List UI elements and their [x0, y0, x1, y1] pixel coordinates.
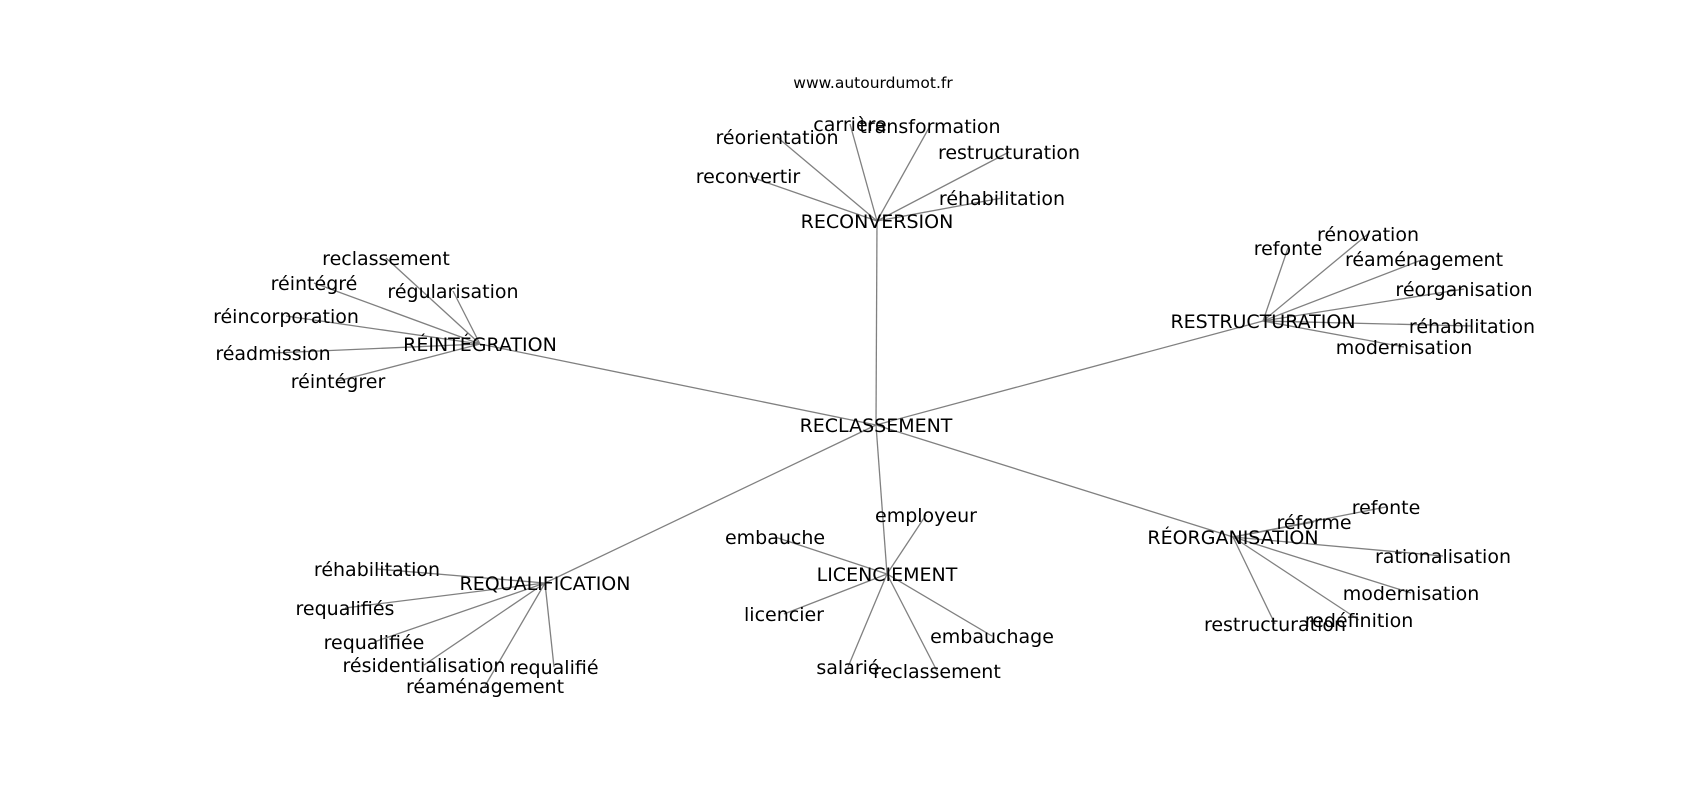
edge-root-hub [875, 220, 878, 426]
hub-node-label[interactable]: RESTRUCTURATION [1170, 311, 1355, 333]
leaf-node-label[interactable]: reclassement [322, 248, 450, 270]
edge-hub-leaf [876, 151, 1010, 222]
leaf-node-label[interactable]: requalifié [509, 657, 598, 679]
edge-hub-leaf [544, 582, 555, 668]
watermark-text: www.autourdumot.fr [793, 74, 953, 92]
edge-hub-leaf [385, 257, 481, 345]
edge-root-hub [544, 424, 877, 584]
edge-hub-leaf [886, 573, 993, 637]
leaf-node-label[interactable]: réaménagement [406, 676, 564, 698]
leaf-node-label[interactable]: requalifiée [324, 632, 425, 654]
leaf-node-label[interactable]: salarié [816, 657, 879, 679]
leaf-node-label[interactable]: modernisation [1343, 583, 1480, 605]
edge-hub-leaf [452, 290, 481, 345]
leaf-node-label[interactable]: réincorporation [213, 306, 359, 328]
edge-hub-leaf [1262, 320, 1405, 348]
edge-hub-leaf [484, 582, 546, 687]
leaf-node-label[interactable]: réintégrer [291, 371, 386, 393]
leaf-node-label[interactable]: résidentialisation [343, 655, 506, 677]
edge-hub-leaf [313, 282, 481, 345]
leaf-node-label[interactable]: réaménagement [1345, 249, 1503, 271]
leaf-node-label[interactable]: modernisation [1336, 337, 1473, 359]
edge-hub-leaf [876, 197, 1003, 222]
graph-edges [272, 123, 1473, 687]
leaf-node-label[interactable]: refonte [1352, 497, 1421, 519]
hub-node-label[interactable]: LICENCIEMENT [817, 564, 958, 586]
leaf-node-label[interactable]: licencier [744, 604, 824, 626]
leaf-node-label[interactable]: réorganisation [1395, 279, 1532, 301]
edge-root-hub [875, 424, 1234, 538]
edge-hub-leaf [849, 123, 878, 222]
edge-hub-leaf [847, 573, 888, 668]
leaf-node-label[interactable]: refonte [1254, 238, 1323, 260]
leaf-node-label[interactable]: reclassement [873, 661, 1001, 683]
edge-hub-leaf [876, 125, 931, 222]
leaf-node-label[interactable]: régularisation [387, 281, 518, 303]
edge-hub-leaf [337, 343, 481, 382]
leaf-node-label[interactable]: reconvertir [696, 166, 801, 188]
edge-hub-leaf [776, 136, 878, 222]
edge-hub-leaf [285, 315, 481, 345]
hub-node-label[interactable]: REQUALIFICATION [460, 573, 631, 595]
leaf-node-label[interactable]: carrière [813, 114, 886, 136]
edge-root-hub [875, 424, 888, 575]
hub-node-label[interactable]: RECONVERSION [801, 211, 954, 233]
edge-hub-leaf [774, 536, 888, 575]
edge-hub-leaf [1262, 233, 1369, 322]
leaf-node-label[interactable]: réhabilitation [314, 559, 440, 581]
edge-hub-leaf [1262, 258, 1425, 322]
leaf-node-label[interactable]: réhabilitation [939, 188, 1065, 210]
edge-hub-leaf [1232, 536, 1444, 557]
edge-hub-leaf [376, 568, 546, 584]
leaf-node-label[interactable]: requalifiés [296, 598, 395, 620]
hub-node-label[interactable]: RÉORGANISATION [1147, 526, 1318, 549]
leaf-node-label[interactable]: réorientation [715, 127, 838, 149]
leaf-node-label[interactable]: employeur [875, 505, 977, 527]
edge-hub-leaf [1232, 536, 1360, 621]
edge-hub-leaf [1232, 521, 1315, 538]
edge-hub-leaf [747, 175, 878, 222]
edge-hub-leaf [886, 514, 927, 575]
edge-hub-leaf [373, 582, 546, 643]
leaf-node-label[interactable]: rénovation [1317, 224, 1419, 246]
leaf-node-label[interactable]: restructuration [1204, 614, 1346, 636]
leaf-node-label[interactable]: réintégré [271, 273, 358, 295]
edge-hub-leaf [1232, 536, 1276, 625]
leaf-node-label[interactable]: rationalisation [1375, 546, 1511, 568]
edge-root-hub [479, 343, 877, 426]
edge-hub-leaf [1262, 288, 1465, 322]
edge-hub-leaf [1232, 536, 1412, 594]
edge-root-hub [875, 320, 1264, 426]
edge-hub-leaf [783, 573, 888, 615]
leaf-node-label[interactable]: embauchage [930, 626, 1054, 648]
edge-hub-leaf [1262, 320, 1473, 327]
hub-node-label[interactable]: RÉINTÉGRATION [403, 333, 557, 356]
leaf-node-label[interactable]: redéfinition [1305, 610, 1414, 632]
edge-hub-leaf [272, 343, 481, 354]
edge-hub-leaf [886, 573, 938, 672]
leaf-node-label[interactable]: réadmission [215, 343, 330, 365]
edge-hub-leaf [423, 582, 546, 666]
leaf-node-label[interactable]: réforme [1276, 512, 1351, 534]
leaf-node-label[interactable]: embauche [725, 527, 825, 549]
edge-hub-leaf [1262, 247, 1289, 322]
graph-labels: www.autourdumot.fr RECLASSEMENT RECONVERS… [213, 74, 1535, 698]
edge-hub-leaf [344, 582, 546, 609]
leaf-node-label[interactable]: restructuration [938, 142, 1080, 164]
leaf-node-label[interactable]: transformation [859, 116, 1000, 138]
root-node-label[interactable]: RECLASSEMENT [800, 415, 953, 437]
leaf-node-label[interactable]: réhabilitation [1409, 316, 1535, 338]
